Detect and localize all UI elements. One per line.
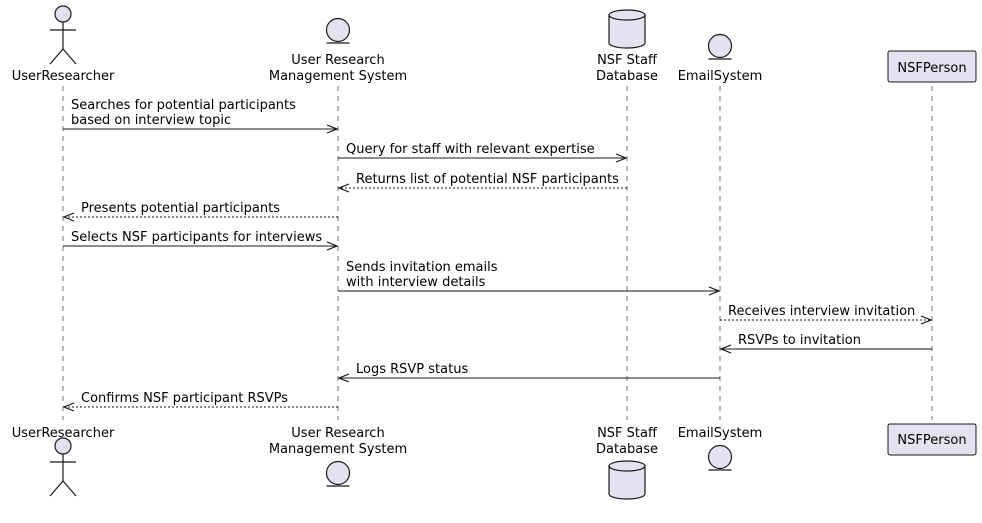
participant-label: Database (596, 442, 658, 457)
message-5: Selects NSF participants for interviews (63, 230, 339, 251)
participant-box (887, 50, 977, 83)
entity-circle (707, 444, 733, 470)
database-rim (608, 14, 646, 21)
message-arrow-head (326, 124, 339, 134)
message-arrow-head (337, 373, 350, 383)
message-label: RSVPs to invitation (738, 333, 861, 348)
message-7: Receives interview invitation (720, 304, 933, 325)
message-9: Logs RSVP status (337, 362, 720, 383)
participant-label: UserResearcher (12, 69, 115, 84)
database-body (608, 9, 646, 49)
message-label: Presents potential participants (81, 201, 280, 216)
message-arrow-head (920, 315, 933, 325)
database-rim (608, 465, 646, 472)
actor-head (54, 5, 72, 23)
message-label: Confirms NSF participant RSVPs (81, 391, 288, 406)
participant-label: NSF Staff (597, 426, 658, 441)
participant-label: User Research (291, 53, 384, 68)
participant-label: Management System (269, 69, 407, 84)
actor-head (54, 437, 72, 455)
actor-right-leg (62, 48, 77, 65)
message-arrow-head (62, 212, 75, 222)
participant-box (887, 423, 977, 456)
participant-label: NSF Staff (597, 53, 658, 68)
participant-bottom-nsfperson: NSFPerson (887, 423, 977, 456)
actor-left-leg (49, 48, 64, 65)
actor-right-leg (62, 480, 77, 497)
message-arrow-head (615, 153, 628, 163)
message-label: Sends invitation emails (346, 260, 498, 275)
message-8: RSVPs to invitation (719, 333, 932, 354)
participant-bottom-email: EmailSystem (678, 426, 763, 471)
message-arrow-head (719, 344, 732, 354)
participant-label: EmailSystem (678, 426, 763, 441)
message-arrow-head (337, 183, 350, 193)
participant-label: NSFPerson (897, 61, 966, 76)
participant-label: EmailSystem (678, 69, 763, 84)
message-label: Searches for potential participants (71, 98, 296, 113)
message-4: Presents potential participants (62, 201, 338, 222)
message-2: Query for staff with relevant expertise (338, 142, 628, 163)
message-arrow-head (708, 286, 721, 296)
message-arrow-head (326, 241, 339, 251)
participant-bottom-researcher: UserResearcher (12, 426, 115, 497)
message-label: Receives interview invitation (728, 304, 915, 319)
participant-label: NSFPerson (897, 433, 966, 448)
entity-circle (707, 33, 733, 59)
participant-top-researcher: UserResearcher (12, 5, 115, 84)
message-label: with interview details (346, 275, 486, 290)
message-label: Logs RSVP status (356, 362, 468, 377)
message-label: Returns list of potential NSF participan… (356, 172, 619, 187)
message-arrow-head (62, 402, 75, 412)
message-label: based on interview topic (71, 113, 231, 128)
actor-left-leg (49, 480, 64, 497)
message-3: Returns list of potential NSF participan… (337, 172, 627, 193)
message-label: Selects NSF participants for interviews (71, 230, 322, 245)
participant-top-nsfperson: NSFPerson (887, 50, 977, 83)
participant-label: UserResearcher (12, 426, 115, 441)
message-10: Confirms NSF participant RSVPs (62, 391, 338, 412)
message-label: Query for staff with relevant expertise (346, 142, 595, 157)
entity-circle (325, 17, 351, 43)
participant-top-email: EmailSystem (678, 33, 763, 84)
participant-label: Database (596, 69, 658, 84)
participant-label: User Research (291, 426, 384, 441)
database-body (608, 460, 646, 500)
entity-circle (325, 460, 351, 486)
message-1: Searches for potential participantsbased… (63, 98, 339, 134)
participant-label: Management System (269, 442, 407, 457)
